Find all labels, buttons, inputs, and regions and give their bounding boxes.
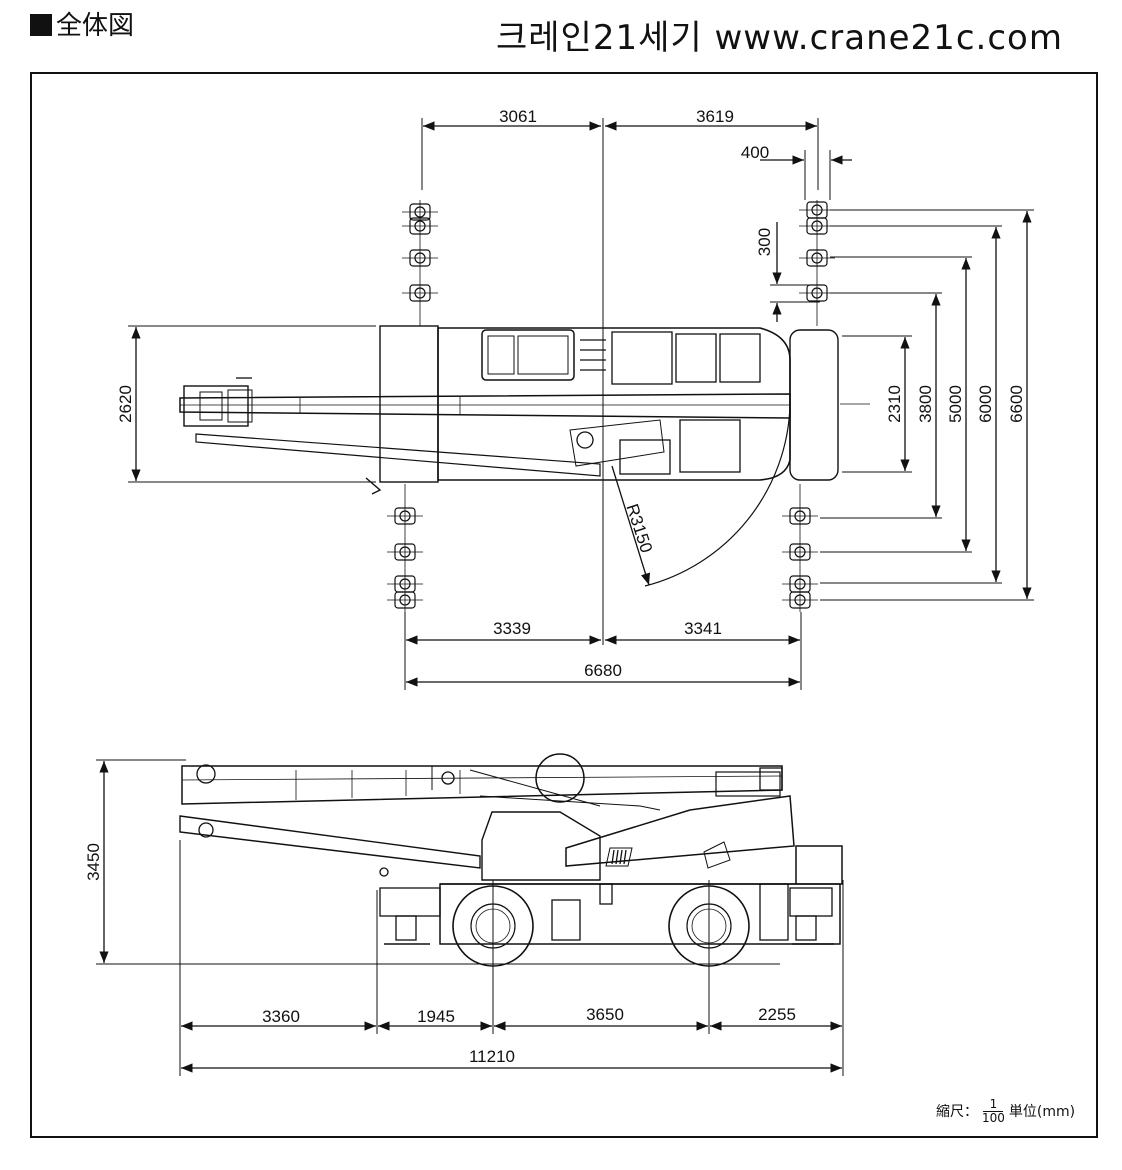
dim-label-5000: 5000 <box>946 385 965 423</box>
square-bullet-icon <box>30 14 52 36</box>
dim-6680: 6680 <box>406 661 800 687</box>
top-view: 3061 3619 400 300 <box>116 107 1034 690</box>
dim-300: 300 <box>755 222 820 322</box>
dim-3800: 3800 <box>820 292 942 519</box>
dim-label-6600: 6600 <box>1007 385 1026 423</box>
scale-denominator: 100 <box>982 1111 1005 1125</box>
brand-watermark: 크레인21세기 www.crane21c.com <box>496 18 1063 58</box>
crane-side-boom <box>179 753 783 869</box>
dim-label-6000: 6000 <box>976 385 995 423</box>
dim-label-3650: 3650 <box>586 1005 624 1024</box>
side-view: 3450 3360 1945 3650 2255 11210 <box>84 753 844 1076</box>
scale-note: 縮尺： 1 100 単位(mm) <box>936 1098 1075 1125</box>
dim-6000: 6000 <box>820 225 1002 584</box>
dim-label-3341: 3341 <box>684 619 722 638</box>
dim-label-3061: 3061 <box>499 107 537 126</box>
dim-label-r3150: R3150 <box>622 502 656 556</box>
dim-r3150: R3150 <box>611 405 791 587</box>
unit-label: 単位(mm) <box>1008 1103 1076 1120</box>
outrigger-pads <box>387 200 835 612</box>
dim-2310: 2310 <box>842 335 912 473</box>
dim-6600: 6600 <box>820 209 1034 601</box>
scale-label: 縮尺： <box>936 1103 978 1120</box>
dim-label-6680: 6680 <box>584 661 622 680</box>
dim-400: 400 <box>741 143 852 200</box>
dim-label-400: 400 <box>741 143 769 162</box>
dim-3061: 3061 <box>421 107 601 190</box>
dim-label-2255: 2255 <box>758 1005 796 1024</box>
dim-label-3619: 3619 <box>696 107 734 126</box>
dim-side-segments: 3360 1945 3650 2255 <box>179 840 844 1076</box>
dim-label-300: 300 <box>755 228 774 256</box>
fraction-bar <box>983 1111 1004 1112</box>
dim-3619: 3619 <box>605 107 819 190</box>
dim-label-2620: 2620 <box>116 385 135 423</box>
crane-side-carrier <box>379 771 843 967</box>
drawing-frame <box>30 72 1098 1138</box>
dim-label-3450: 3450 <box>84 843 103 881</box>
dim-3450: 3450 <box>84 759 186 963</box>
dim-label-3360: 3360 <box>262 1007 300 1026</box>
dim-label-3339: 3339 <box>493 619 531 638</box>
section-title: 全体図 <box>30 8 134 44</box>
dim-label-2310: 2310 <box>885 385 904 423</box>
dim-2620: 2620 <box>116 325 376 483</box>
scale-fraction: 1 100 <box>982 1098 1005 1125</box>
dim-5000: 5000 <box>820 256 972 553</box>
dim-label-11210: 11210 <box>469 1047 515 1066</box>
dim-11210: 11210 <box>181 1047 842 1073</box>
crane-top-body <box>179 325 870 495</box>
dim-label-3800: 3800 <box>916 385 935 423</box>
dim-3339-3341: 3339 3341 <box>404 612 802 690</box>
scale-numerator: 1 <box>989 1097 998 1111</box>
dim-label-1945: 1945 <box>417 1007 455 1026</box>
